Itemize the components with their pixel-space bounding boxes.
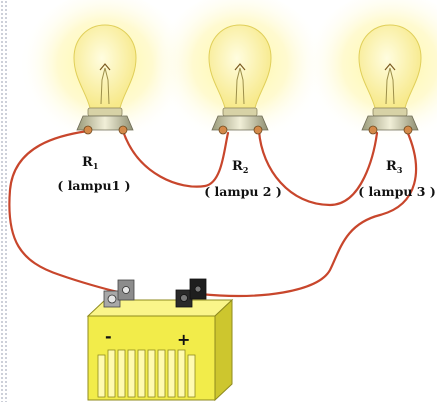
lamp-name-2: ( lampu 2 ) bbox=[204, 184, 281, 199]
battery-icon: - + bbox=[86, 278, 234, 402]
wire-lamp1-to-lamp2 bbox=[121, 129, 230, 188]
positive-terminal bbox=[175, 278, 207, 308]
wire-lamp2-to-lamp3 bbox=[257, 129, 379, 207]
negative-terminal bbox=[103, 279, 135, 308]
wire-battery-to-lamp1 bbox=[8, 129, 120, 294]
negative-sign: - bbox=[105, 327, 112, 346]
light-bulb-icon bbox=[73, 24, 137, 135]
lamp-name-1: ( lampu1 ) bbox=[57, 178, 130, 193]
wire-lamp3-to-battery bbox=[198, 129, 418, 297]
lamp-1 bbox=[73, 24, 137, 135]
lamp-name-3: ( lampu 3 ) bbox=[358, 184, 435, 199]
battery: - + bbox=[86, 278, 234, 402]
lamp-symbol-1: R1 bbox=[82, 155, 98, 171]
lamp-symbol-3: R3 bbox=[386, 159, 403, 175]
lamp-symbol-2: R2 bbox=[232, 159, 248, 175]
lamp-label-1: R1 ( lampu1 ) bbox=[57, 155, 130, 193]
lamp-label-3: R3 ( lampu 3 ) bbox=[358, 159, 435, 199]
light-bulb-icon bbox=[208, 24, 272, 135]
page-edge-dots bbox=[0, 0, 8, 402]
lamp-label-2: R2 ( lampu 2 ) bbox=[204, 159, 281, 199]
light-bulb-icon bbox=[358, 24, 422, 135]
lamp-2 bbox=[208, 24, 272, 135]
lamp-3 bbox=[358, 24, 422, 135]
wire-layer bbox=[8, 129, 418, 297]
positive-sign: + bbox=[177, 330, 190, 349]
